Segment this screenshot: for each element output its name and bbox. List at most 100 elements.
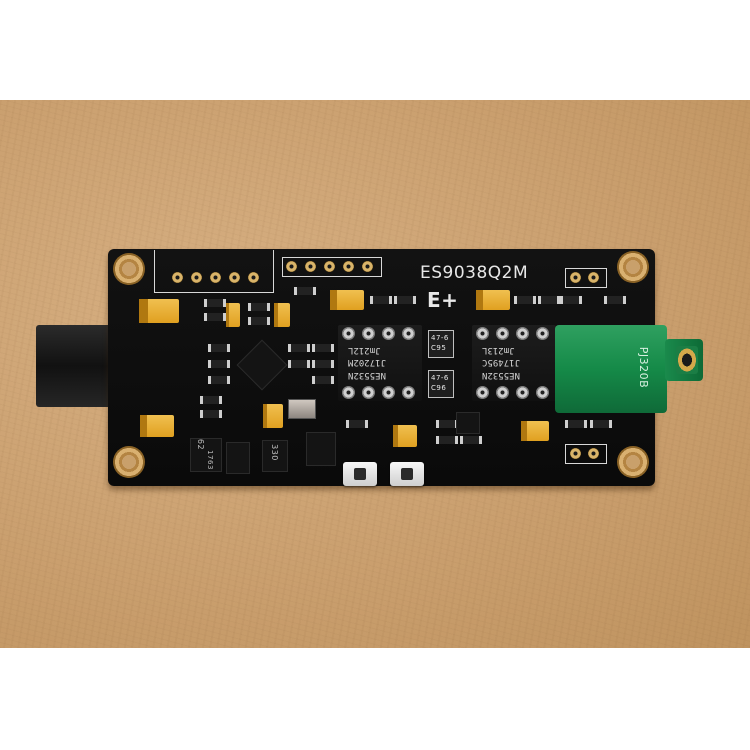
smd-resistor	[538, 296, 560, 304]
header-pad	[248, 272, 259, 283]
tantalum-capacitor	[476, 290, 510, 310]
switch-button-left[interactable]	[343, 462, 377, 486]
smd-resistor	[248, 303, 270, 311]
tantalum-capacitor	[521, 421, 549, 441]
small-header-pad	[570, 448, 581, 459]
opamp-left: Jm212L J17202M NE5532N	[338, 325, 422, 401]
socket-pin	[382, 327, 395, 340]
opamp-left-line2: J17202M	[348, 357, 386, 367]
socket-pin	[362, 386, 375, 399]
smd-resistor	[565, 420, 587, 428]
smd-resistor	[394, 296, 416, 304]
socket-pin	[342, 327, 355, 340]
header2-outline	[282, 257, 382, 277]
smd-resistor	[204, 299, 226, 307]
tantalum-capacitor	[139, 299, 179, 323]
socket-pin	[536, 386, 549, 399]
smd-resistor	[560, 296, 582, 304]
small-header-pad	[588, 272, 599, 283]
smd-resistor	[204, 313, 226, 321]
small-header-pad	[570, 272, 581, 283]
header-pad	[191, 272, 202, 283]
socket-pin	[342, 386, 355, 399]
smd-resistor	[370, 296, 392, 304]
smd-resistor	[200, 410, 222, 418]
tantalum-capacitor	[140, 415, 174, 437]
socket-pin	[362, 327, 375, 340]
socket-pin	[382, 386, 395, 399]
header2-pad	[286, 261, 297, 272]
tantalum-capacitor	[274, 303, 290, 327]
smd-resistor	[294, 287, 316, 295]
smd-resistor	[208, 376, 230, 384]
smd-resistor	[208, 360, 230, 368]
header-pad	[172, 272, 183, 283]
regulator-chip	[262, 440, 288, 472]
smd-resistor	[312, 360, 334, 368]
header2-pad	[362, 261, 373, 272]
smd-resistor	[460, 436, 482, 444]
cap-label: 47-6	[431, 374, 449, 382]
tantalum-capacitor	[263, 404, 283, 428]
socket-pin	[496, 386, 509, 399]
regulator-chip	[226, 442, 250, 474]
socket-pin	[536, 327, 549, 340]
film-capacitor: 47-6 C95	[428, 330, 454, 358]
opamp-right-line3: Jm213L	[482, 345, 515, 355]
cap-label: C95	[431, 344, 447, 352]
mounting-hole-bottom-right	[617, 446, 649, 478]
smd-resistor	[312, 344, 334, 352]
film-capacitor: 47-6 C96	[428, 370, 454, 398]
smd-resistor	[200, 396, 222, 404]
smd-resistor	[288, 344, 310, 352]
socket-pin	[402, 386, 415, 399]
headphone-jack-socket	[676, 346, 698, 374]
opamp-right: Jm213L J17495C NE5532N	[472, 325, 556, 401]
switch-knob	[401, 468, 413, 480]
smd-resistor	[514, 296, 536, 304]
opamp-right-line2: J17495C	[482, 357, 520, 367]
brand-mark: E+	[427, 288, 459, 312]
smd-resistor	[436, 420, 458, 428]
smd-resistor	[346, 420, 368, 428]
smd-resistor	[604, 296, 626, 304]
socket-pin	[516, 327, 529, 340]
smd-chip	[456, 412, 480, 434]
switch-knob	[354, 468, 366, 480]
socket-pin	[516, 386, 529, 399]
regulator-chip	[306, 432, 336, 466]
switch-button-right[interactable]	[390, 462, 424, 486]
cap-label: C96	[431, 384, 447, 392]
headphone-jack: PJ320B	[555, 325, 667, 413]
regulator-chip	[190, 438, 222, 472]
jack-label: PJ320B	[637, 346, 651, 389]
regulator-label: 1763	[205, 450, 214, 470]
small-label: 330	[269, 444, 279, 461]
tantalum-capacitor	[330, 290, 364, 310]
smd-resistor	[436, 436, 458, 444]
header2-pad	[305, 261, 316, 272]
header-pad	[210, 272, 221, 283]
smd-resistor	[288, 360, 310, 368]
socket-pin	[476, 386, 489, 399]
opamp-left-line3: Jm212L	[348, 345, 381, 355]
tantalum-capacitor	[226, 303, 240, 327]
socket-pin	[476, 327, 489, 340]
opamp-right-line1: NE5532N	[482, 370, 520, 380]
smd-resistor	[208, 344, 230, 352]
opamp-left-line1: NE5532N	[348, 370, 386, 380]
small-header-outline	[565, 268, 607, 288]
mounting-hole-top-right	[617, 251, 649, 283]
header2-pad	[324, 261, 335, 272]
smd-resistor	[590, 420, 612, 428]
regulator-label: 62	[196, 438, 206, 451]
crystal-oscillator	[288, 399, 316, 419]
cap-label: 47-6	[431, 334, 449, 342]
board-title: ES9038Q2M	[420, 263, 529, 283]
header-outline	[154, 250, 274, 293]
mounting-hole-top-left	[113, 253, 145, 285]
socket-pin	[402, 327, 415, 340]
header2-pad	[343, 261, 354, 272]
mounting-hole-bottom-left	[113, 446, 145, 478]
socket-pin	[496, 327, 509, 340]
